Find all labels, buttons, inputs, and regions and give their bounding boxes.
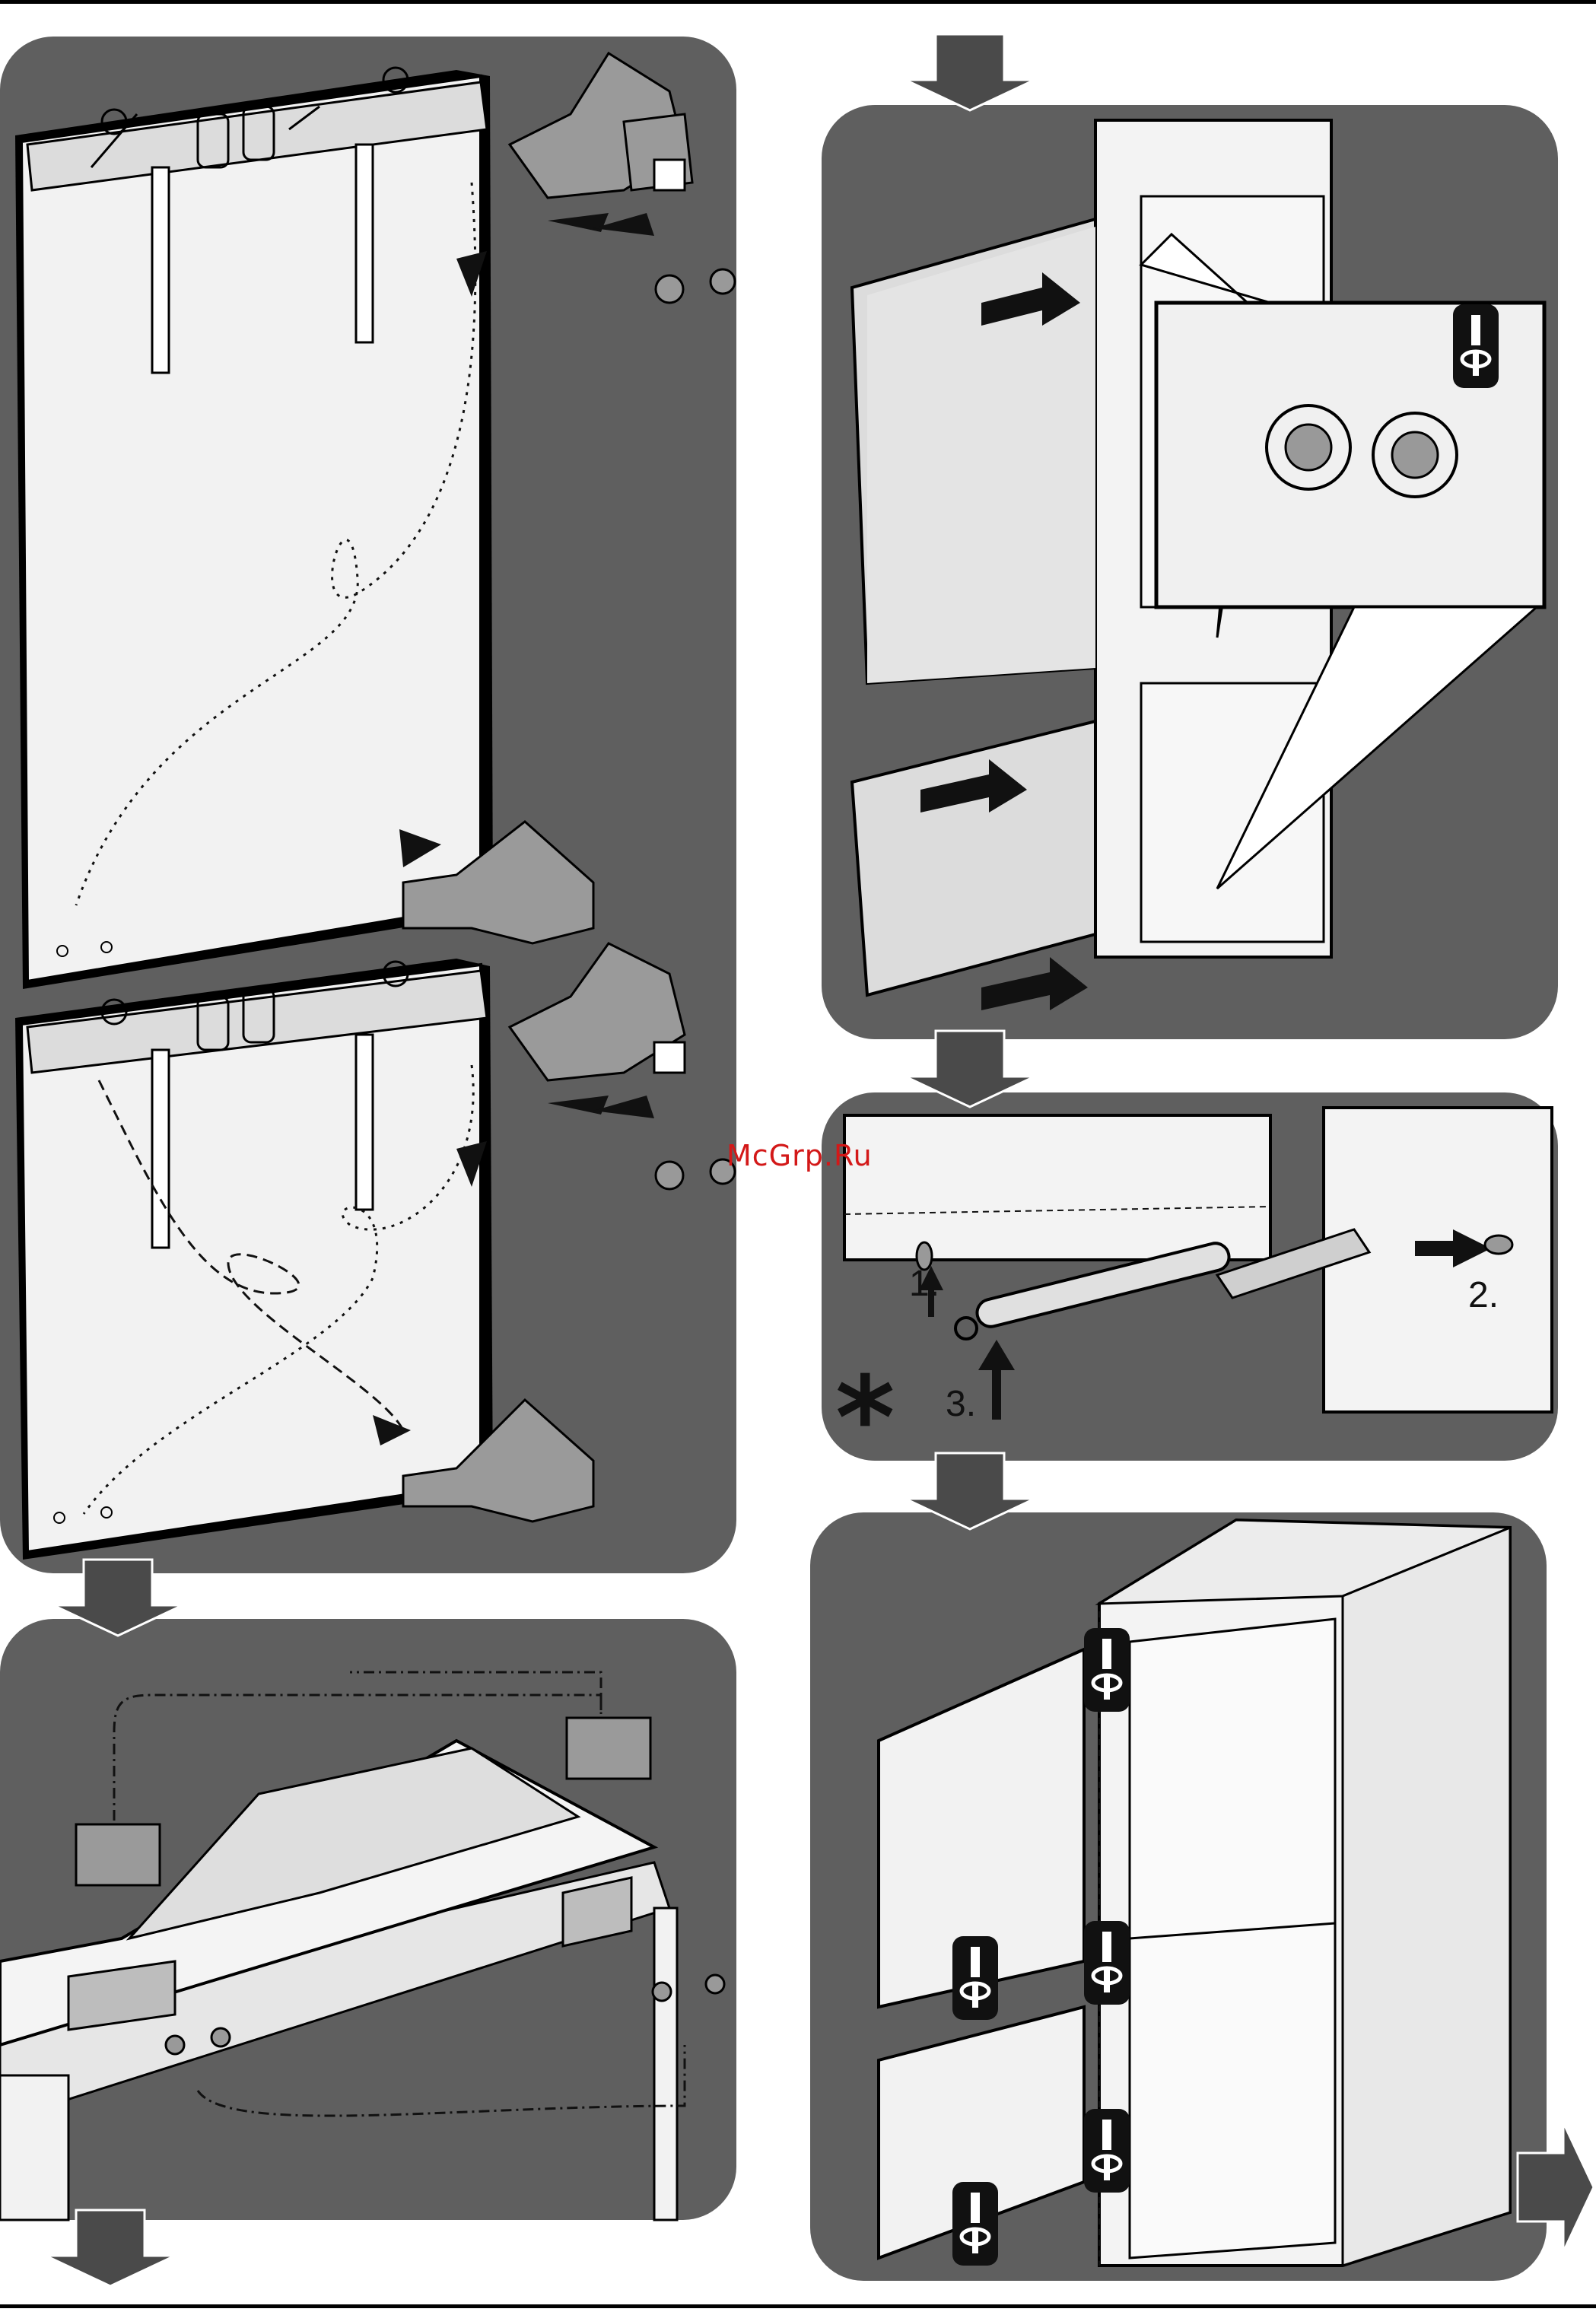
screwdriver-icon [952,1936,998,2020]
flow-arrow-icon [53,1560,183,1636]
step-one-label: 1. [909,1263,939,1305]
screwdriver-icon [1084,2109,1130,2193]
screwdriver-icon [952,2182,998,2266]
asterisk-icon: * [835,1362,895,1476]
door-hinge-diagram-1 [0,0,736,997]
flow-arrow-icon [905,1453,1035,1529]
door-hinge-diagram-2 [0,959,736,1567]
screwdriver-icon [1084,1628,1130,1712]
watermark: McGrp.Ru [726,1139,873,1172]
flow-arrow-icon [1518,2123,1594,2252]
screwdriver-icon [1084,1921,1130,2005]
door-adjust-diagram [822,105,1558,1039]
screwdriver-icon [1453,304,1499,388]
bottom-rule [0,2304,1596,2308]
final-adjust-diagram [810,1512,1547,2281]
flow-arrow-icon [905,1031,1035,1107]
flow-arrow-icon [46,2210,175,2286]
step-two-label: 2. [1468,1274,1499,1316]
flow-arrow-icon [905,34,1035,110]
step-three-label: 3. [946,1383,976,1425]
top-mounting-diagram [0,1619,736,2220]
